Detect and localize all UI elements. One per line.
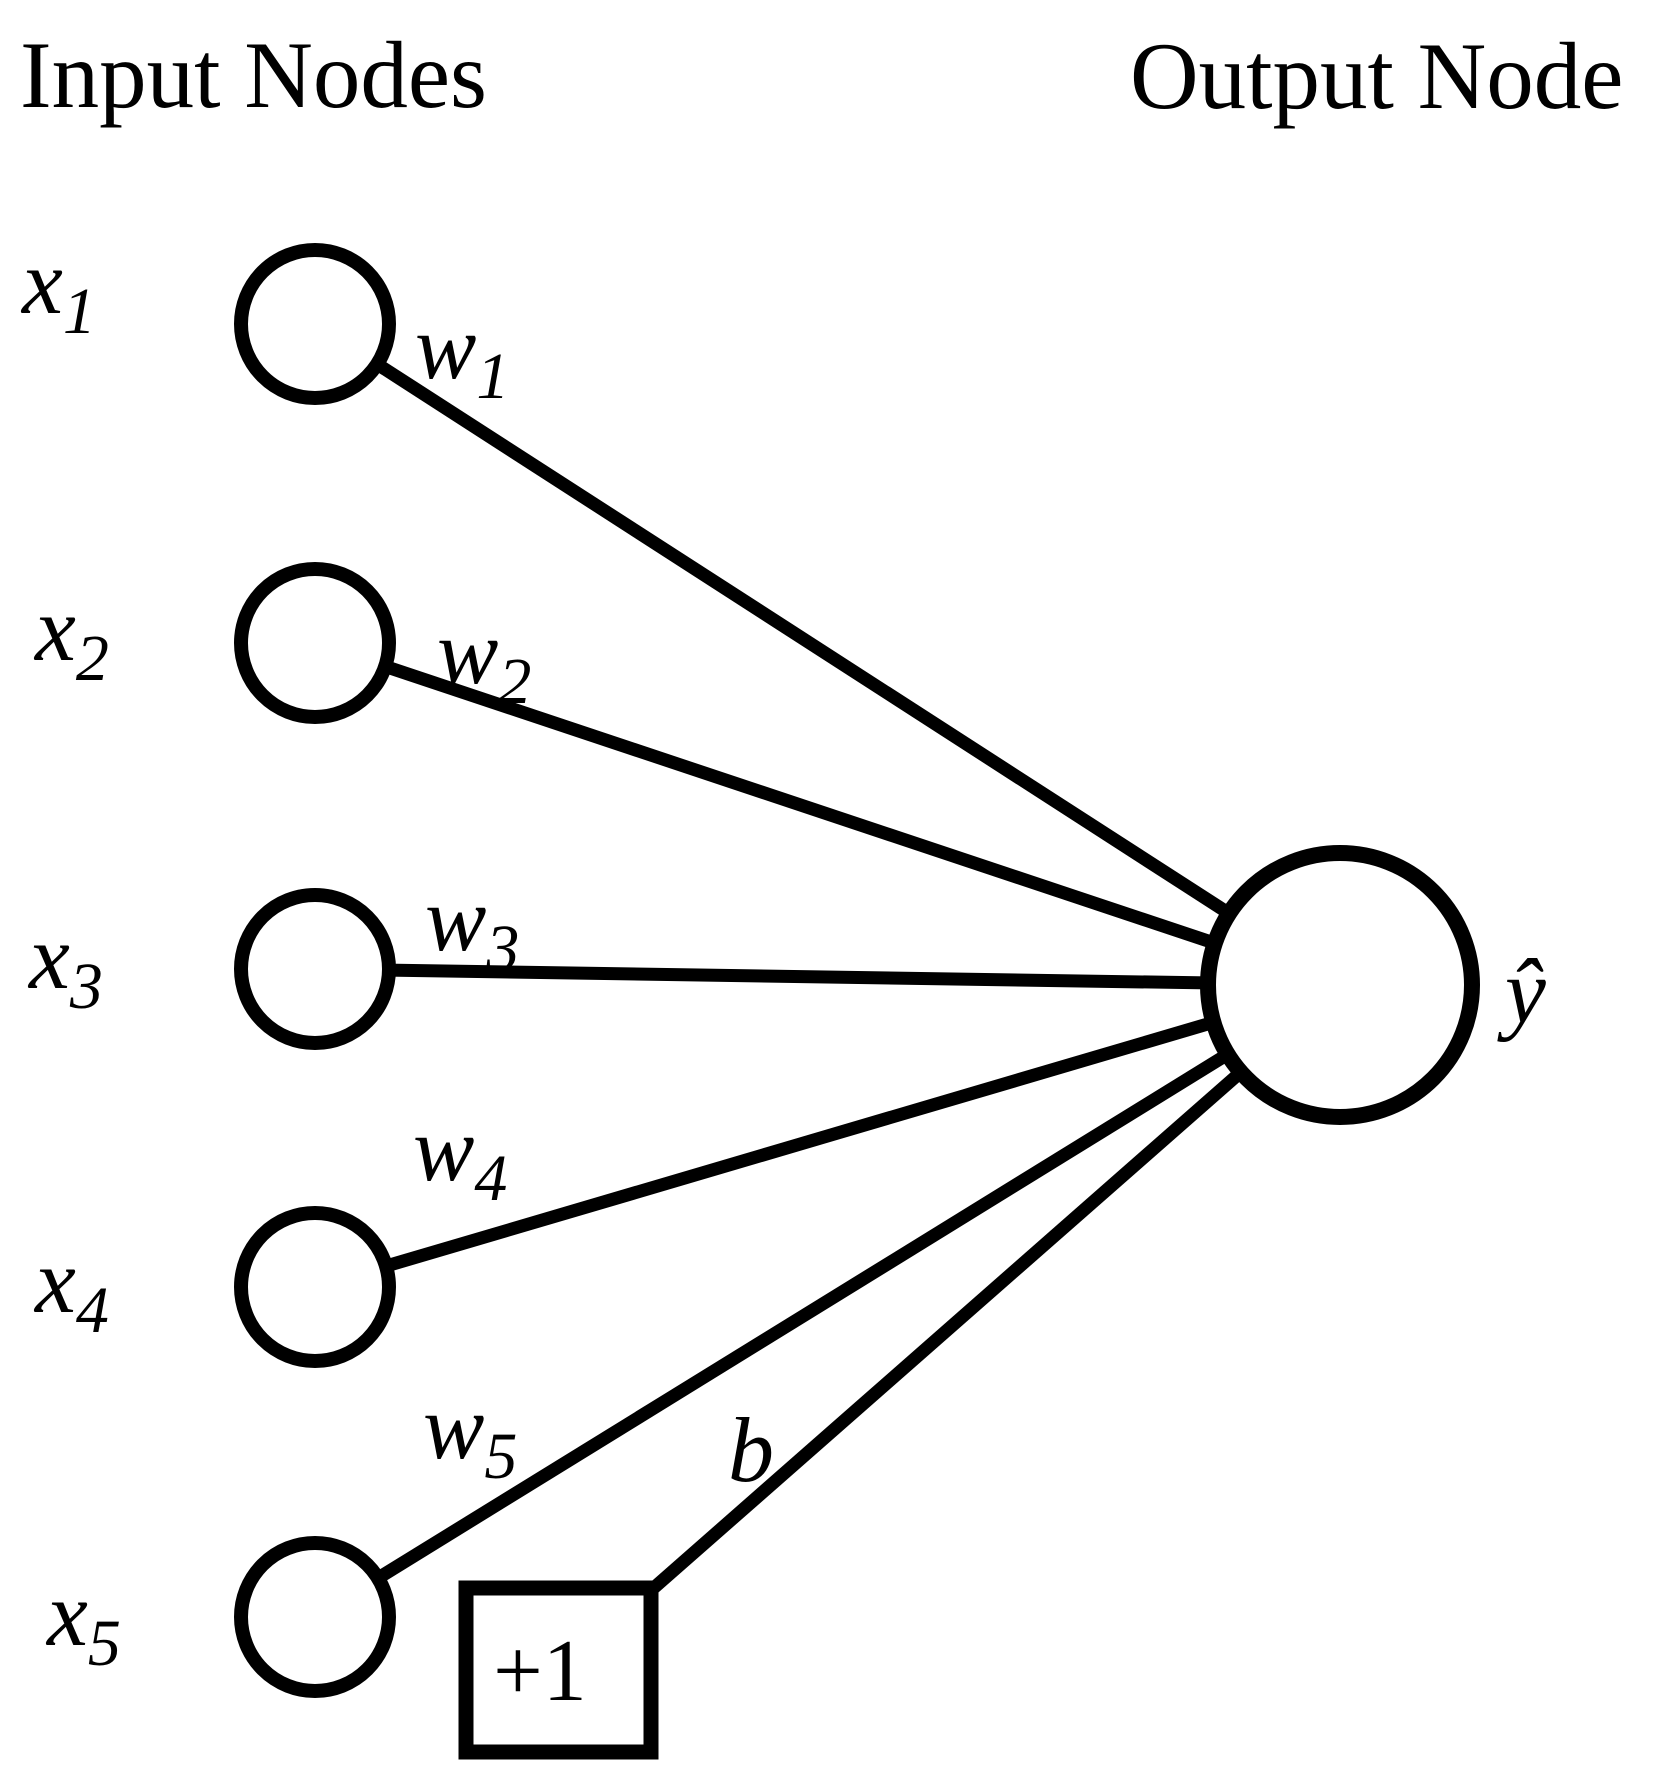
- input-label-x4: x4: [33, 1230, 109, 1347]
- output-node-title: Output Node: [1130, 23, 1623, 129]
- edge-w5: [311, 979, 1344, 1623]
- input-label-x1: x1: [20, 231, 96, 348]
- weight-label-w2: w2: [437, 601, 531, 718]
- bias-box: [458, 1580, 659, 1760]
- output-node: [1200, 845, 1480, 1125]
- output-label: ŷ: [1497, 940, 1546, 1042]
- weight-label-w4: w4: [413, 1098, 507, 1215]
- input-nodes-title: Input Nodes: [20, 22, 487, 128]
- input-label-x2: x2: [33, 578, 109, 695]
- weight-label-w3: w3: [425, 868, 519, 985]
- input-labels: x1 x2 x3 x4 x5: [20, 231, 121, 1680]
- bias-box-label: +1: [493, 1623, 587, 1720]
- input-node-5: [234, 1536, 396, 1698]
- input-node-3: [234, 888, 396, 1050]
- edge-w1: [311, 318, 1344, 991]
- edge-bias: [635, 980, 1345, 1605]
- input-node-1: [234, 243, 396, 405]
- nodes: [234, 243, 1480, 1760]
- edge-w2: [312, 636, 1343, 992]
- edges: [311, 318, 1345, 1623]
- input-node-2: [234, 562, 396, 724]
- edge-w3: [314, 962, 1341, 992]
- input-node-4: [234, 1206, 396, 1368]
- input-label-x3: x3: [27, 906, 103, 1023]
- weight-label-w5: w5: [423, 1376, 517, 1493]
- input-label-x5: x5: [45, 1563, 121, 1680]
- weight-label-w1: w1: [415, 296, 509, 413]
- weight-labels: w1 w2 w3 w4 w5: [413, 296, 531, 1493]
- bias-edge-label: b: [728, 1399, 774, 1501]
- edge-w4: [313, 978, 1342, 1294]
